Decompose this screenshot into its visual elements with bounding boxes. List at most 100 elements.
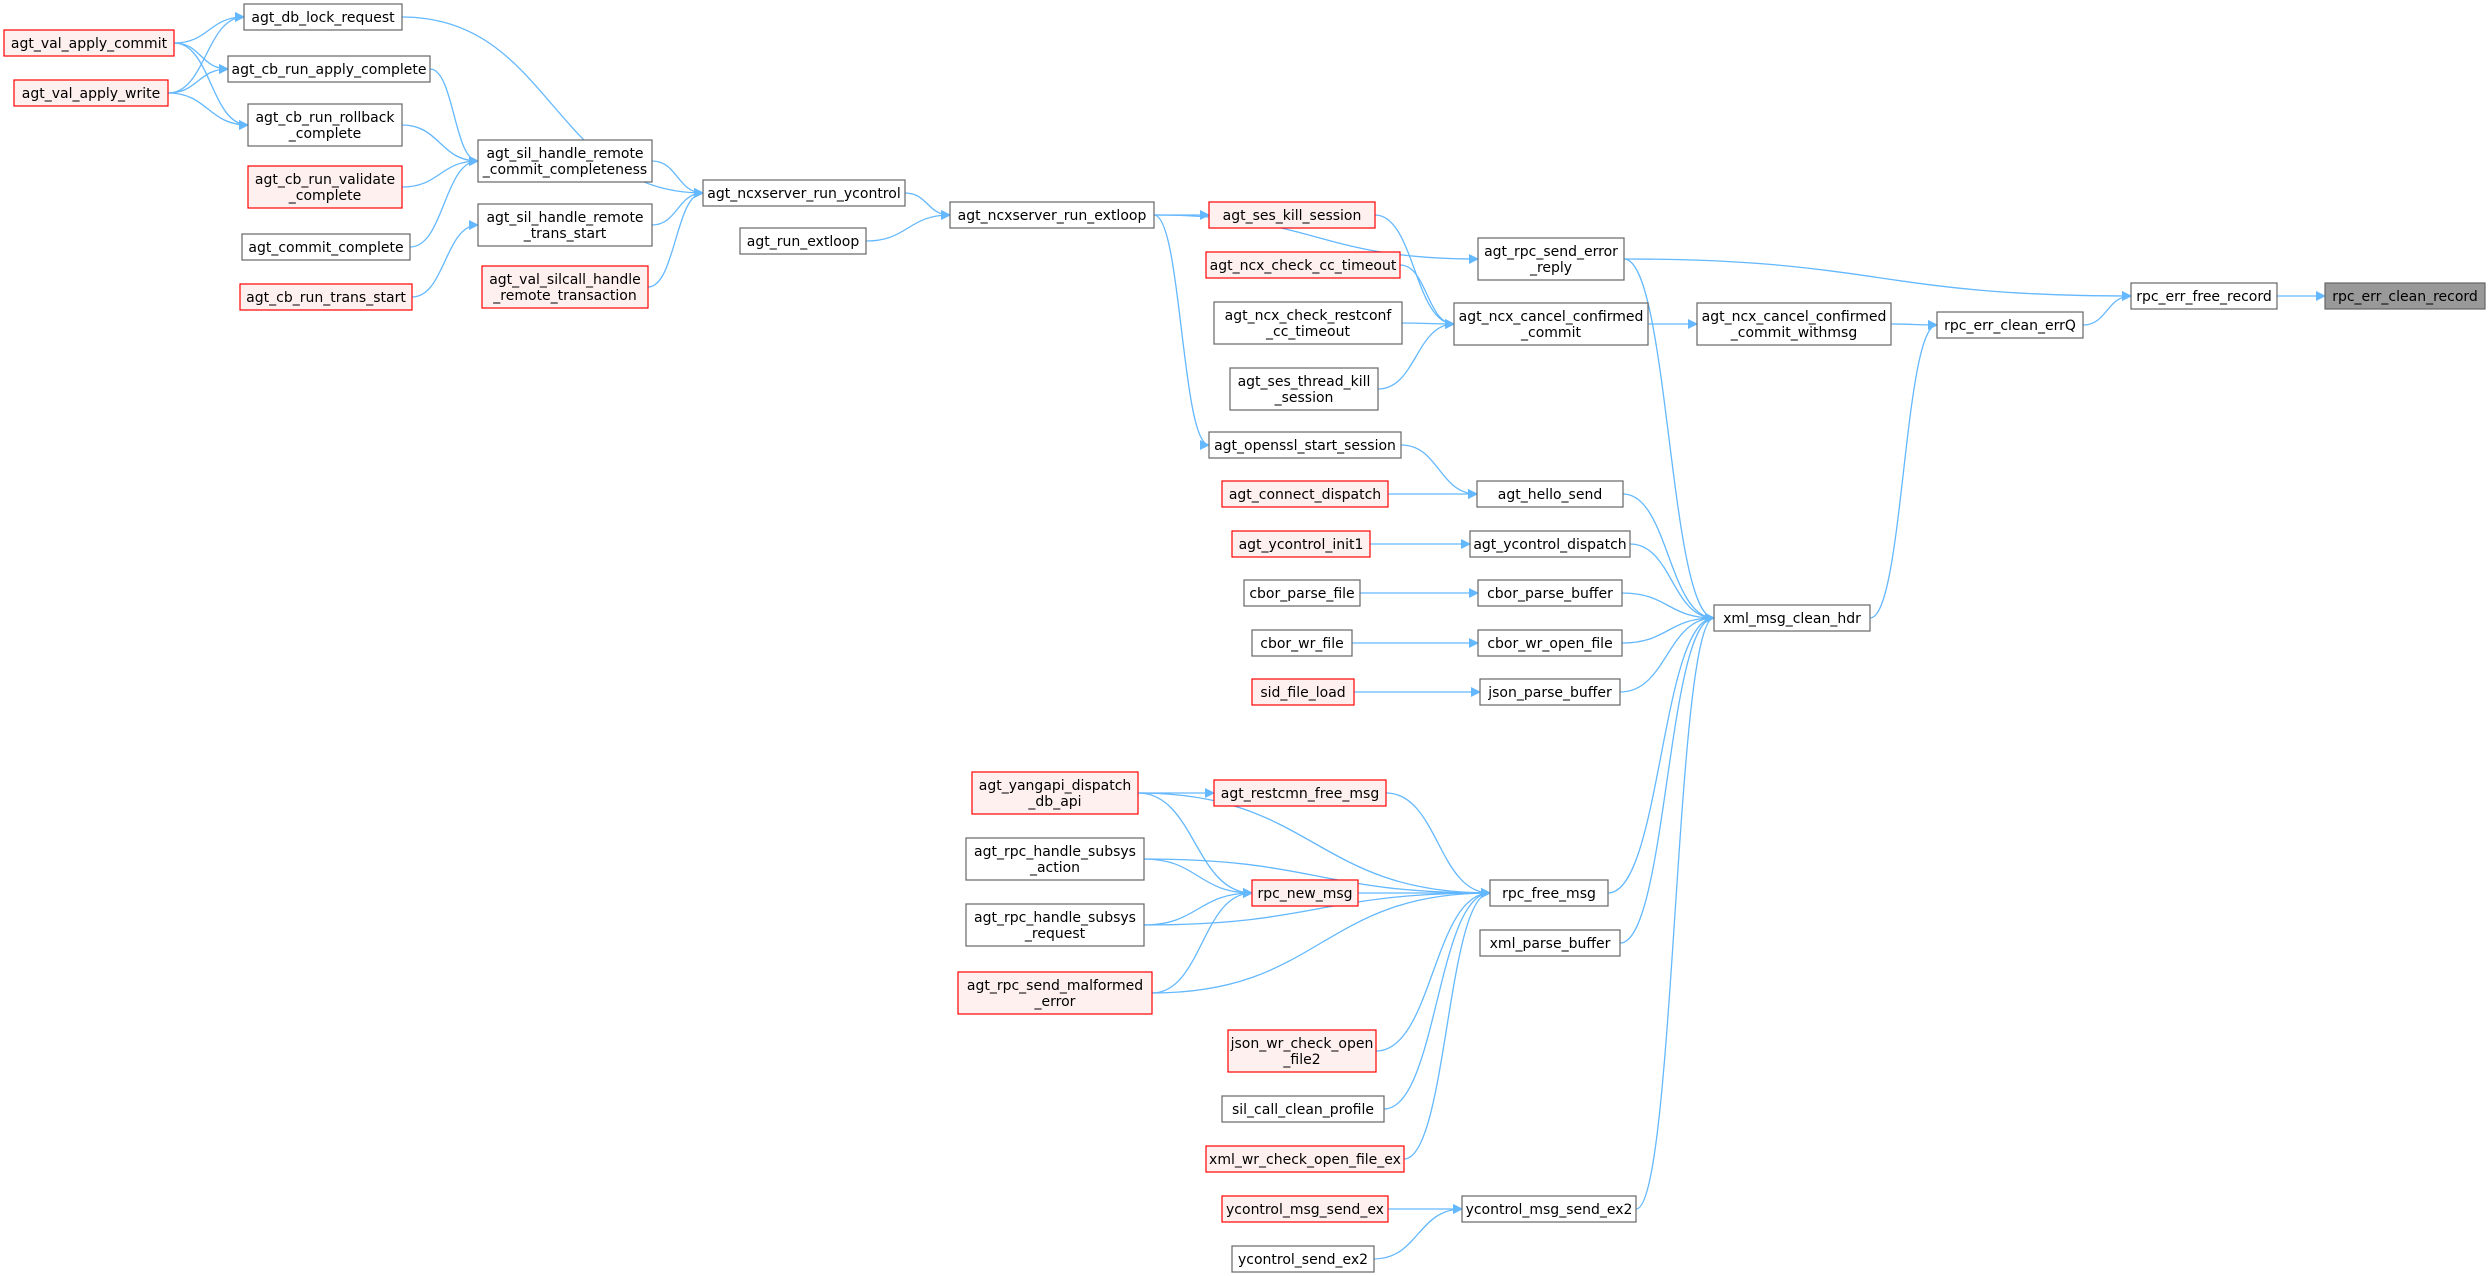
node-val_apply_write[interactable]: agt_val_apply_write [13, 79, 169, 107]
edge-ycontrol_msg_send_ex2-to-xml_msg_clean_hdr [1635, 613, 1715, 1210]
node-agt_run_extloop[interactable]: agt_run_extloop [739, 227, 867, 255]
node-box [1453, 302, 1649, 346]
node-ncx_cancel[interactable]: agt_ncx_cancel_confirmed_commit [1453, 302, 1649, 346]
node-sid_file_load[interactable]: sid_file_load [1251, 678, 1355, 706]
node-connect_dispatch[interactable]: agt_connect_dispatch [1221, 480, 1389, 508]
node-label: agt_rpc_send_malformed [967, 978, 1143, 994]
node-label: cbor_parse_buffer [1487, 586, 1613, 602]
edge-cb_trans_start-to-sil_remote_trans [411, 220, 479, 298]
node-sil_call_clean[interactable]: sil_call_clean_profile [1221, 1095, 1385, 1123]
node-cb_rollback[interactable]: agt_cb_run_rollback_complete [247, 103, 403, 147]
edge-silcall_remote-to-run_ycontrol [647, 188, 704, 288]
node-ncx_check_cc_timeout[interactable]: agt_ncx_check_cc_timeout [1205, 251, 1401, 279]
node-label: ycontrol_send_ex2 [1238, 1252, 1368, 1268]
node-box [3, 29, 175, 57]
node-clean_errq[interactable]: rpc_err_clean_errQ [1936, 311, 2084, 339]
node-ycontrol_send_ex2[interactable]: ycontrol_send_ex2 [1231, 1245, 1375, 1273]
node-rpc_new_msg[interactable]: rpc_new_msg [1251, 879, 1359, 907]
node-cbor_parse_buffer[interactable]: cbor_parse_buffer [1477, 579, 1623, 607]
node-box [1221, 1195, 1389, 1223]
node-json_wr_check[interactable]: json_wr_check_open_file2 [1227, 1029, 1377, 1073]
node-json_parse_buffer[interactable]: json_parse_buffer [1479, 678, 1621, 706]
node-label: sid_file_load [1260, 685, 1345, 701]
node-ses_kill_session[interactable]: agt_ses_kill_session [1208, 201, 1376, 229]
node-commit_complete[interactable]: agt_commit_complete [241, 233, 411, 261]
node-ncx_check_restconf[interactable]: agt_ncx_check_restconf_cc_timeout [1213, 301, 1403, 345]
node-run_ycontrol[interactable]: agt_ncxserver_run_ycontrol [702, 179, 906, 207]
edge-cb_apply_complete-to-sil_remote_commit [429, 68, 479, 166]
node-label: agt_cb_run_apply_complete [232, 62, 427, 78]
node-label: _complete [288, 126, 361, 142]
node-cbor_wr_file[interactable]: cbor_wr_file [1251, 629, 1353, 657]
node-handle_subsys_request[interactable]: agt_rpc_handle_subsys_request [965, 903, 1145, 947]
node-free_record[interactable]: rpc_err_free_record [2130, 282, 2278, 310]
node-label: _commit_withmsg [1730, 325, 1857, 341]
node-box [247, 103, 403, 147]
node-ycontrol_msg_send_ex2[interactable]: ycontrol_msg_send_ex2 [1461, 1195, 1637, 1223]
node-restcmn_free_msg[interactable]: agt_restcmn_free_msg [1213, 779, 1387, 807]
node-box [2324, 282, 2486, 310]
node-label: rpc_free_msg [1502, 886, 1596, 902]
edge-ncx_cancel_withmsg-to-clean_errq [1890, 319, 1938, 330]
node-cb_validate[interactable]: agt_cb_run_validate_complete [247, 165, 403, 209]
node-run_extloop[interactable]: agt_ncxserver_run_extloop [949, 201, 1155, 229]
edge-run_extloop-to-openssl_start [1153, 214, 1210, 450]
edge-val_apply_commit-to-db_lock [173, 12, 245, 44]
node-cbor_wr_open_file[interactable]: cbor_wr_open_file [1477, 629, 1623, 657]
node-ses_thread_kill[interactable]: agt_ses_thread_kill_session [1229, 367, 1379, 411]
node-ncx_cancel_withmsg[interactable]: agt_ncx_cancel_confirmed_commit_withmsg [1696, 302, 1892, 346]
node-ycontrol_msg_send_ex[interactable]: ycontrol_msg_send_ex [1221, 1195, 1389, 1223]
node-box [971, 771, 1139, 815]
node-xml_msg_clean_hdr[interactable]: xml_msg_clean_hdr [1713, 604, 1871, 632]
node-label: agt_ncx_cancel_confirmed [1459, 309, 1644, 325]
edge-sil_remote_commit-to-run_ycontrol [651, 160, 704, 198]
node-cb_apply_complete[interactable]: agt_cb_run_apply_complete [227, 55, 431, 83]
node-rpc_free_msg[interactable]: rpc_free_msg [1489, 879, 1609, 907]
edge-xml_parse_buffer-to-xml_msg_clean_hdr [1619, 613, 1715, 944]
node-focus[interactable]: rpc_err_clean_record [2324, 282, 2486, 310]
node-label: rpc_err_free_record [2136, 289, 2272, 305]
node-label: _commit [1520, 325, 1581, 341]
node-label: agt_yangapi_dispatch [979, 778, 1132, 794]
node-label: _complete [288, 188, 361, 204]
node-db_lock[interactable]: agt_db_lock_request [243, 3, 403, 31]
edge-yangapi_dispatch-to-rpc_new_msg [1137, 792, 1253, 898]
node-box [1231, 1245, 1375, 1273]
node-send_malformed[interactable]: agt_rpc_send_malformed_error [957, 971, 1153, 1015]
node-silcall_remote[interactable]: agt_val_silcall_handle_remote_transactio… [481, 265, 649, 309]
node-box [2130, 282, 2278, 310]
edge-send_error_reply-to-free_record [1623, 258, 2132, 301]
node-label: agt_ses_thread_kill [1238, 374, 1371, 390]
edge-json_parse_buffer-to-xml_msg_clean_hdr [1619, 613, 1715, 693]
node-hello_send[interactable]: agt_hello_send [1476, 480, 1624, 508]
node-box [243, 3, 403, 31]
node-box [1936, 311, 2084, 339]
node-cb_trans_start[interactable]: agt_cb_run_trans_start [239, 283, 413, 311]
node-ycontrol_init1[interactable]: agt_ycontrol_init1 [1231, 530, 1371, 558]
node-label: agt_cb_run_trans_start [246, 290, 406, 306]
node-xml_wr_check[interactable]: xml_wr_check_open_file_ex [1205, 1145, 1405, 1173]
node-label: _trans_start [523, 226, 607, 242]
node-sil_remote_trans[interactable]: agt_sil_handle_remote_trans_start [477, 203, 653, 247]
node-xml_parse_buffer[interactable]: xml_parse_buffer [1479, 929, 1621, 957]
edge-commit_complete-to-sil_remote_commit [409, 156, 479, 248]
node-val_apply_commit[interactable]: agt_val_apply_commit [3, 29, 175, 57]
node-label: _request [1024, 926, 1086, 942]
node-send_error_reply[interactable]: agt_rpc_send_error_reply [1477, 237, 1625, 281]
node-box [1479, 678, 1621, 706]
edge-xml_msg_clean_hdr-to-clean_errq [1869, 320, 1938, 619]
node-cbor_parse_file[interactable]: cbor_parse_file [1243, 579, 1361, 607]
node-box [1205, 1145, 1405, 1173]
edge-cbor_wr_open_file-to-xml_msg_clean_hdr [1621, 613, 1715, 644]
node-ycontrol_dispatch[interactable]: agt_ycontrol_dispatch [1469, 530, 1631, 558]
node-sil_remote_commit[interactable]: agt_sil_handle_remote_commit_completenes… [477, 139, 653, 183]
node-handle_subsys_action[interactable]: agt_rpc_handle_subsys_action [965, 837, 1145, 881]
edge-handle_subsys_request-to-rpc_new_msg [1143, 888, 1253, 926]
node-label: agt_ncx_check_restconf [1225, 308, 1393, 324]
node-label: agt_rpc_handle_subsys [974, 844, 1136, 860]
edge-ses_thread_kill-to-ncx_cancel [1377, 319, 1455, 390]
node-label: cbor_wr_open_file [1487, 636, 1612, 652]
node-openssl_start[interactable]: agt_openssl_start_session [1208, 431, 1402, 459]
node-yangapi_dispatch[interactable]: agt_yangapi_dispatch_db_api [971, 771, 1139, 815]
